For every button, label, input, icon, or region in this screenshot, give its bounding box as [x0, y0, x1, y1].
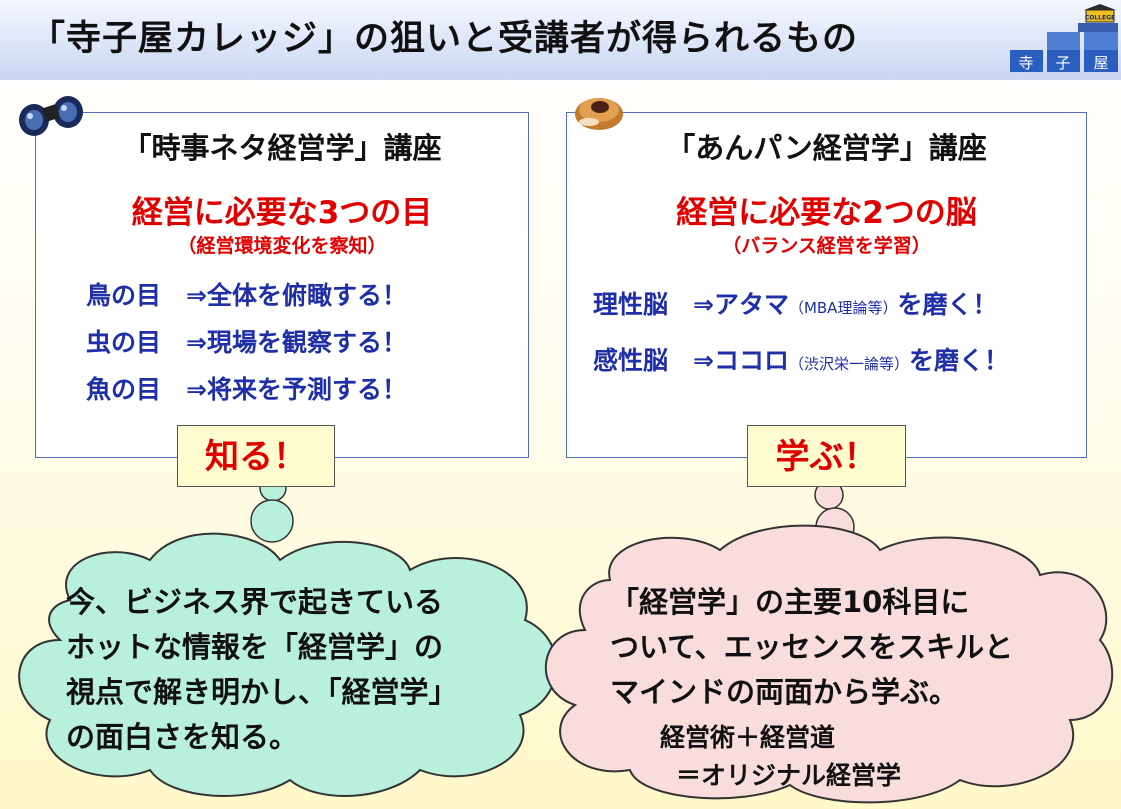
right-cloud-sub-1: 経営術＋経営道: [660, 723, 836, 752]
terakoya-logo: COLLEGE 寺 子 屋: [1008, 2, 1118, 76]
binoculars-icon: [19, 96, 83, 136]
left-bubble-large: [250, 499, 294, 543]
right-cloud-sub-2: ＝オリジナル経営学: [676, 761, 902, 790]
right-cloud-line-2: ついて、エッセンスをスキルと: [610, 630, 1014, 664]
left-cloud-shape: [18, 532, 558, 797]
right-panel-subheading: （バランス経営を学習）: [722, 235, 931, 257]
anpan-icon: [575, 98, 623, 130]
school-house-icon: COLLEGE: [1078, 4, 1118, 32]
right-line-rational: 理性脳 ⇒アタマ（MBA理論等）を磨く！: [593, 290, 998, 319]
anpan-panel: 「あんパン経営学」講座 経営に必要な2つの脳 （バランス経営を学習） 理性脳 ⇒…: [566, 112, 1087, 458]
left-panel-heading: 経営に必要な3つの目: [131, 195, 433, 231]
logo-badge: COLLEGE: [1085, 15, 1115, 22]
left-panel-title: 「時事ネタ経営学」講座: [122, 131, 442, 165]
left-line-bug: 虫の目 ⇒現場を観察する！: [86, 328, 407, 357]
page-title: 「寺子屋カレッジ」の狙いと受講者が得られるもの: [30, 19, 859, 59]
right-cloud-line-1: 「経営学」の主要10科目に: [610, 585, 970, 619]
right-panel-title: 「あんパン経営学」講座: [666, 131, 987, 165]
left-cloud-line-3: 視点で解き明かし、「経営学」: [66, 675, 458, 709]
manabu-tag: 学ぶ！: [747, 425, 906, 487]
left-line-fish: 魚の目 ⇒将来を予測する！: [86, 375, 407, 404]
right-panel-heading: 経営に必要な2つの脳: [676, 195, 977, 231]
jiji-neta-panel: 「時事ネタ経営学」講座 経営に必要な3つの目 （経営環境変化を察知） 鳥の目 ⇒…: [35, 112, 529, 458]
right-cloud-shape: [544, 524, 1114, 804]
shiru-tag: 知る！: [177, 425, 335, 487]
logo-blocks: [1008, 32, 1118, 74]
right-cloud-line-3: マインドの両面から学ぶ。: [610, 675, 959, 709]
header-bar: 「寺子屋カレッジ」の狙いと受講者が得られるもの COLLEGE 寺 子 屋: [0, 0, 1121, 80]
logo-char-tera: 寺: [1018, 54, 1034, 72]
left-line-bird: 鳥の目 ⇒全体を俯瞰する！: [86, 281, 407, 310]
left-cloud-line-4: の面白さを知る。: [66, 720, 299, 754]
logo-char-ya: 屋: [1093, 54, 1109, 72]
right-line-emotional: 感性脳 ⇒ココロ（渋沢栄一論等）を磨く！: [593, 346, 1009, 375]
left-cloud-line-2: ホットな情報を「経営学」の: [66, 630, 444, 664]
left-panel-subheading: （経営環境変化を察知）: [177, 235, 387, 257]
logo-char-ko: 子: [1055, 54, 1071, 72]
left-cloud-line-1: 今、ビジネス界で起きている: [66, 585, 444, 619]
